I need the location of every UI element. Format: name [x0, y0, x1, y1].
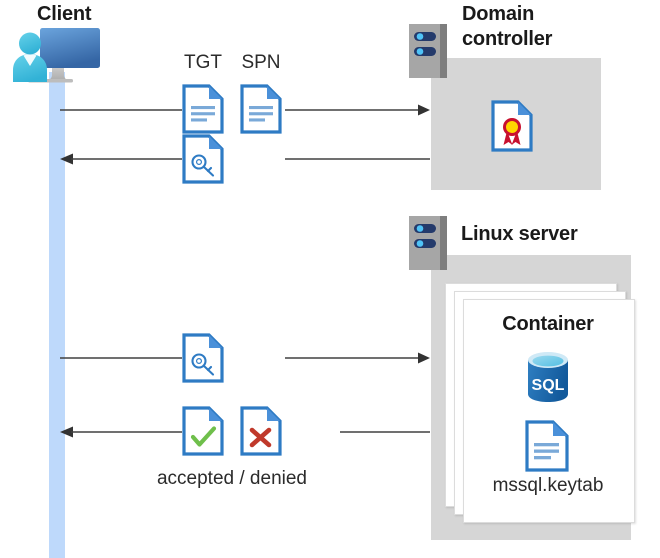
- spn-label: SPN: [241, 52, 281, 73]
- sql-icon-text: SQL: [532, 377, 565, 394]
- keytab-document-icon: [525, 420, 569, 472]
- client-lifeline: [49, 72, 65, 558]
- domain-controller-server-rack-icon: [409, 24, 447, 78]
- domain-controller-title-line2: controller: [462, 28, 553, 50]
- domain-controller-title: Domain controller: [462, 2, 642, 52]
- spn-document-icon: [240, 84, 282, 134]
- client-title: Client: [37, 3, 92, 25]
- container-title: Container: [502, 313, 594, 335]
- keytab-label: mssql.keytab: [492, 475, 604, 496]
- sql-database-icon: SQL: [524, 350, 572, 404]
- client-workstation-icon: [8, 26, 108, 88]
- certificate-icon: [491, 100, 533, 152]
- message-ticket-presented-arrow: [60, 352, 430, 364]
- ticket-key-document-icon: [182, 134, 224, 184]
- denied-document-cross-icon: [240, 406, 282, 456]
- message-ticket-response-arrow: [60, 153, 430, 165]
- accepted-document-check-icon: [182, 406, 224, 456]
- presented-key-document-icon: [182, 333, 224, 383]
- tgt-document-icon: [182, 84, 224, 134]
- domain-controller-title-line1: Domain: [462, 3, 535, 25]
- linux-server-title: Linux server: [461, 223, 578, 245]
- container-card-front: [463, 299, 635, 523]
- accepted-denied-label: accepted / denied: [156, 468, 307, 489]
- tgt-label: TGT: [184, 52, 222, 73]
- message-tgt-spn-request-arrow: [60, 104, 430, 116]
- linux-server-rack-icon: [409, 216, 447, 270]
- message-accepted-denied-arrow: [60, 426, 430, 438]
